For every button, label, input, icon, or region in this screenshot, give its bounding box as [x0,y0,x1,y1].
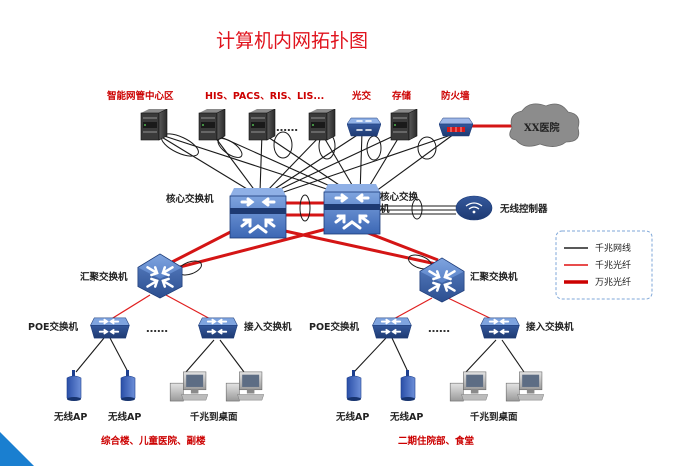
label-area-left: 综合楼、儿童医院、副楼 [101,435,206,447]
core-switch-1 [228,186,288,240]
label-poe-left: POE交换机 [28,321,79,333]
label-his: HIS、PACS、RIS、LIS... [205,91,324,102]
optical-switch [347,117,381,137]
label-ap-4: 无线AP [389,411,423,423]
label-smart-center: 智能网管中心区 [107,90,174,102]
hospital-cloud: XX医院 [509,103,580,147]
label-core-2a: 核心交换 [380,191,419,203]
wireless-controller-icon [455,195,493,221]
label-desk-left: 千兆到桌面 [190,411,238,423]
label-optical: 光交 [351,90,372,102]
connections [75,124,525,373]
poe-switch-right [371,316,412,340]
pc-icon [449,371,489,402]
server-icon [308,109,336,141]
core-switch-2 [322,182,382,236]
his-server-1 [198,109,226,141]
switch-icon [371,316,412,340]
label-ap-3: 无线AP [335,411,369,423]
firewall [439,117,473,137]
server-icon [140,109,168,141]
wireless-ap-icon [346,370,362,402]
server-icon [248,109,276,141]
switch-icon [89,316,130,340]
core-switch-icon [322,182,382,236]
label-agg-left: 汇聚交换机 [80,271,128,283]
his-server-3 [308,109,336,141]
label-access-right: 接入交换机 [526,321,574,333]
wireless-ap-icon [400,370,416,402]
label-core-2b: 机 [380,203,390,215]
legend-label-gig-fiber: 千兆光纤 [595,259,631,271]
label-firewall: 防火墙 [441,90,470,102]
switch-icon [479,316,520,340]
access-switch-right [479,316,520,340]
agg-switch-icon [418,256,466,304]
agg-switch-right [418,256,466,304]
label-agg-right: 汇聚交换机 [470,271,518,283]
core-switch-icon [228,186,288,240]
label-storage: 存储 [391,90,412,102]
access-ellipsis-right: …… [428,322,450,335]
legend: 千兆网线 千兆光纤 万兆光纤 [555,230,653,300]
label-desk-right: 千兆到桌面 [470,411,518,423]
server-icon [198,109,226,141]
smart-center-server [140,109,168,141]
label-access-left: 接入交换机 [244,321,292,333]
pc-icon [225,371,265,402]
his-server-2 [248,109,276,141]
cloud-icon [509,103,580,147]
switch-icon [197,316,238,340]
poe-switch-left [89,316,130,340]
label-wireless-controller: 无线控制器 [499,203,548,215]
storage-icon [390,109,418,141]
diagram-title: 计算机内网拓扑图 [216,30,368,52]
label-core-1: 核心交换机 [166,193,214,205]
label-ap-2: 无线AP [107,411,141,423]
cloud-label: XX医院 [524,121,560,134]
legend-label-copper: 千兆网线 [595,242,631,254]
legend-label-10g-fiber: 万兆光纤 [595,276,631,288]
pc-icon [169,371,209,402]
label-poe-right: POE交换机 [309,321,360,333]
pc-icon [505,371,545,402]
wireless-controller [455,195,493,221]
wireless-ap-icon [66,370,82,402]
storage-server [390,109,418,141]
optical-switch-icon [347,117,381,137]
servers-ellipsis: …… [276,121,298,134]
label-area-right: 二期住院部、食堂 [398,435,475,447]
firewall-icon [439,117,473,137]
access-ellipsis-left: …… [146,322,168,335]
label-ap-1: 无线AP [53,411,87,423]
wireless-ap-icon [120,370,136,402]
access-switch-left [197,316,238,340]
corner-decoration [0,432,34,466]
